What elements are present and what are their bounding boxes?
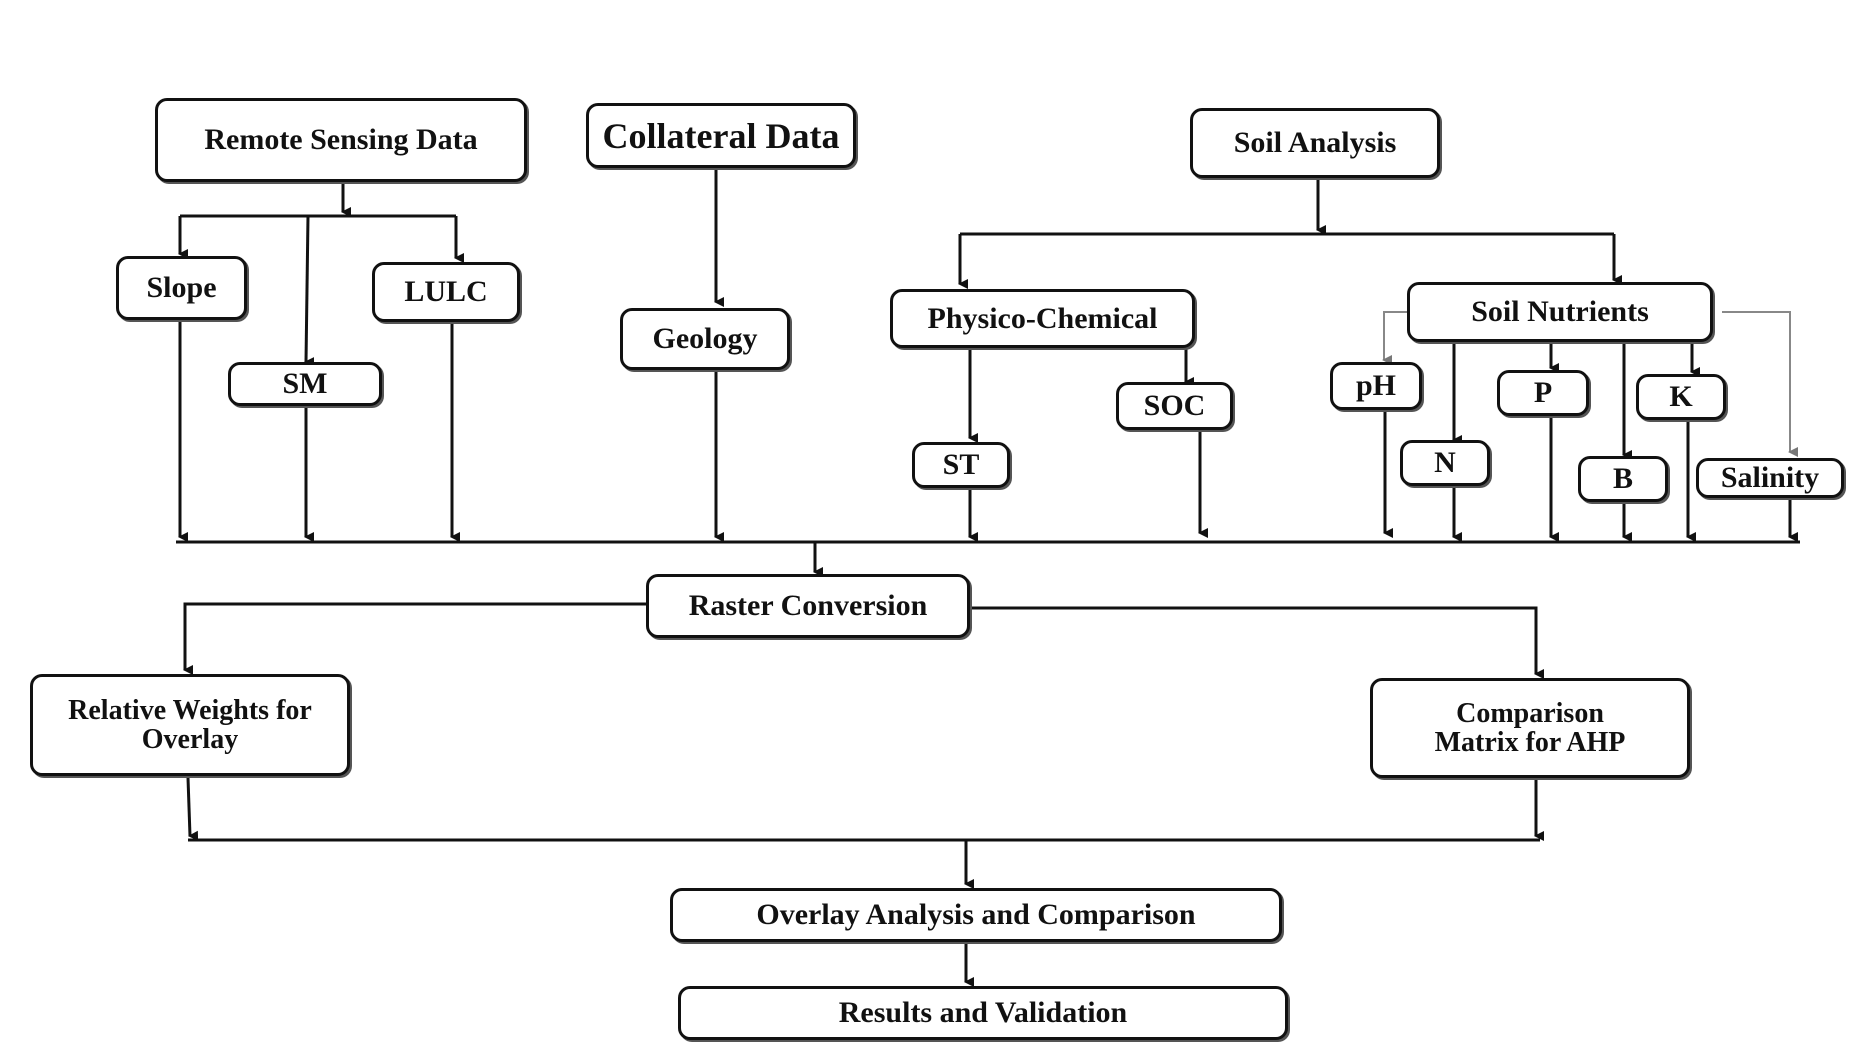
arrow-to-salinity xyxy=(1722,311,1798,457)
node-p: P xyxy=(1497,370,1589,416)
node-relative-weights: Relative Weights for Overlay xyxy=(30,674,350,776)
node-salinity: Salinity xyxy=(1696,458,1844,498)
node-ph: pH xyxy=(1330,362,1422,410)
node-b: B xyxy=(1578,456,1668,502)
node-k: K xyxy=(1636,374,1726,420)
arrow-to-sm xyxy=(304,215,315,368)
node-overlay-analysis: Overlay Analysis and Comparison xyxy=(670,888,1282,942)
node-remote-sensing-data: Remote Sensing Data xyxy=(155,98,527,182)
node-slope: Slope xyxy=(116,256,247,320)
node-raster-conversion: Raster Conversion xyxy=(646,574,970,638)
relative-weights-line-1: Relative Weights for xyxy=(68,694,312,726)
arrow-to-comparison xyxy=(970,606,1544,679)
node-geology: Geology xyxy=(620,308,790,370)
arrow-to-relative-weights xyxy=(183,602,650,675)
comparison-line-1: Comparison xyxy=(1456,697,1604,729)
node-st: ST xyxy=(912,442,1010,488)
arrow-to-ph xyxy=(1382,311,1416,365)
node-n: N xyxy=(1400,440,1490,486)
node-sm: SM xyxy=(228,362,382,406)
comparison-line-2: Matrix for AHP xyxy=(1434,727,1626,758)
node-soc: SOC xyxy=(1116,382,1233,430)
arrow-rw-merge xyxy=(186,777,199,841)
node-lulc: LULC xyxy=(372,262,520,322)
node-results-validation: Results and Validation xyxy=(678,986,1288,1040)
node-soil-nutrients: Soil Nutrients xyxy=(1407,282,1713,342)
node-physico-chemical: Physico-Chemical xyxy=(890,289,1195,348)
relative-weights-line-2: Overlay xyxy=(141,724,239,755)
node-collateral-data: Collateral Data xyxy=(586,103,856,168)
node-comparison-matrix: Comparison Matrix for AHP xyxy=(1370,678,1690,778)
node-soil-analysis: Soil Analysis xyxy=(1190,108,1440,178)
